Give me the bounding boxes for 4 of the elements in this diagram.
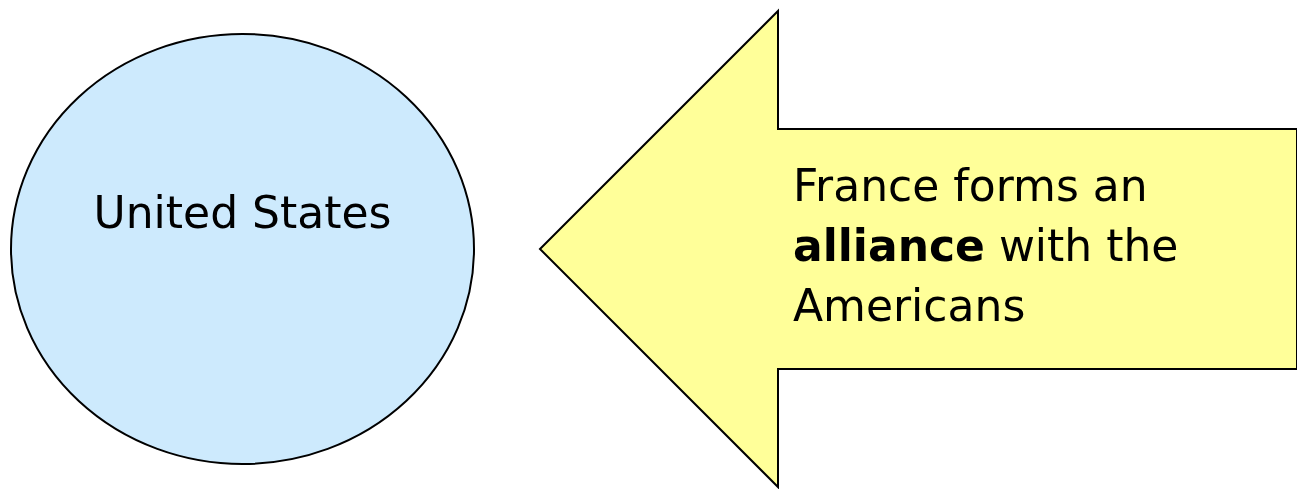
node-label: United States <box>92 186 393 240</box>
circle-shape <box>10 33 475 465</box>
block-arrow <box>539 10 1297 488</box>
node-label: France forms an alliance with the Americans <box>793 159 1180 333</box>
